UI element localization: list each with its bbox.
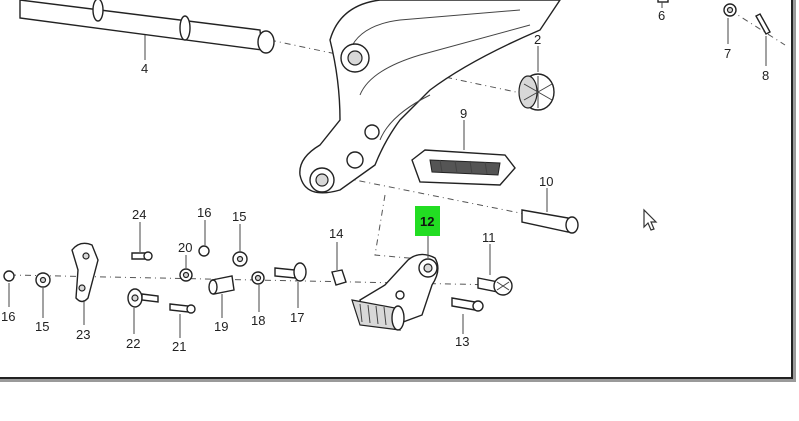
callout-7[interactable]: 7: [724, 46, 731, 61]
part-bolt-17[interactable]: [274, 262, 307, 282]
callout-23[interactable]: 23: [76, 327, 90, 342]
part-bolt-24[interactable]: [131, 251, 153, 261]
callout-24[interactable]: 24: [132, 207, 146, 222]
callout-22[interactable]: 22: [126, 336, 140, 351]
callout-6[interactable]: 6: [658, 8, 665, 23]
assembly-axis-right: [729, 9, 786, 46]
callout-4[interactable]: 4: [141, 61, 148, 76]
part-bolt-22[interactable]: [127, 288, 159, 308]
part-bushing-19[interactable]: [208, 275, 235, 295]
callout-12[interactable]: 12: [420, 214, 434, 229]
callout-21[interactable]: 21: [172, 339, 186, 354]
part-rod-4[interactable]: [19, 0, 275, 54]
callout-18[interactable]: 18: [251, 313, 265, 328]
part-nut-16-upper[interactable]: [198, 245, 210, 257]
callout-11[interactable]: 11: [482, 230, 496, 245]
callout-17[interactable]: 17: [290, 310, 304, 325]
callout-14[interactable]: 14: [329, 226, 343, 241]
callout-highlight: [415, 206, 440, 236]
callout-10[interactable]: 10: [539, 174, 553, 189]
assembly-axis-vertical: [374, 194, 431, 261]
part-bolt-10[interactable]: [521, 209, 579, 234]
leader-lines: [8, 2, 767, 338]
part-bolt-21[interactable]: [169, 303, 196, 314]
callout-13[interactable]: 13: [455, 334, 469, 349]
callout-2[interactable]: 2: [534, 32, 541, 47]
callout-16-left[interactable]: 16: [1, 309, 15, 324]
part-toe-peg[interactable]: [351, 299, 405, 331]
callout-16-upper[interactable]: 16: [197, 205, 211, 220]
part-grommet-2[interactable]: [518, 73, 555, 111]
part-bracket-23[interactable]: [71, 242, 99, 303]
callout-labels: 2 4 6 7 8 9 10 11 12 13 14 15 15 16 16 1…: [1, 8, 769, 354]
callout-15-left[interactable]: 15: [35, 319, 49, 334]
part-washer-7[interactable]: [723, 3, 737, 17]
part-washer-18[interactable]: [251, 271, 265, 285]
part-nut-6[interactable]: [657, 0, 669, 3]
part-main-bracket[interactable]: [299, 0, 561, 194]
part-washer-20[interactable]: [179, 268, 193, 282]
part-pin-8[interactable]: [755, 13, 771, 35]
callout-9[interactable]: 9: [460, 106, 467, 121]
part-washer-15-left[interactable]: [35, 272, 51, 288]
callout-8[interactable]: 8: [762, 68, 769, 83]
callout-15-upper[interactable]: 15: [232, 209, 246, 224]
part-bolt-11[interactable]: [477, 276, 513, 296]
part-footrest-9[interactable]: [411, 149, 516, 186]
callout-20[interactable]: 20: [178, 240, 192, 255]
callout-19[interactable]: 19: [214, 319, 228, 334]
mouse-pointer-icon: [643, 208, 658, 231]
part-nut-16-left[interactable]: [3, 270, 15, 282]
part-bolt-13[interactable]: [451, 297, 484, 312]
part-nut-14[interactable]: [331, 269, 347, 286]
part-washer-15-upper[interactable]: [232, 251, 248, 267]
